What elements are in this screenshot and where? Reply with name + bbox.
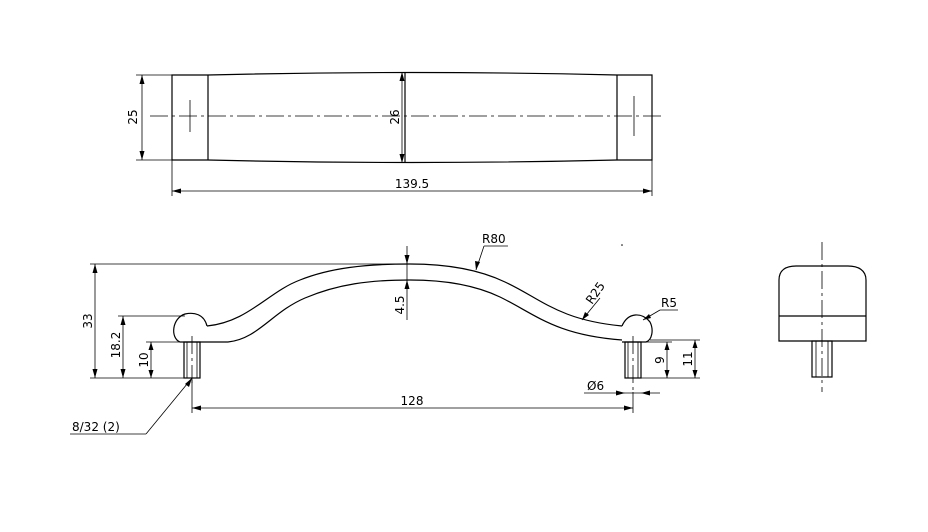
dim-overall-length: 139.5 [395,177,429,191]
dim-width-25: 25 [126,109,140,124]
top-view: 25 26 139.5 [126,71,665,196]
dim-stud-diameter: Ø6 [587,379,604,393]
thread-callout: 8/32 (2) [72,420,120,434]
dim-stud-length: 9 [653,356,667,364]
dim-hole-spacing: 128 [401,394,424,408]
dim-radius-r25: R25 [583,279,608,306]
dim-radius-r5: R5 [661,296,677,310]
front-view: 33 18.2 10 4.5 R80 R25 R5 [70,232,700,435]
dim-foot-right-height: 11 [681,351,695,366]
dim-width-26: 26 [388,109,402,124]
dim-arch-thickness: 4.5 [393,295,407,314]
dim-overall-height: 33 [81,313,95,328]
dim-stud-height-left: 10 [137,352,151,367]
side-view [778,242,867,392]
dim-foot-height: 18.2 [109,332,123,359]
dim-radius-r80: R80 [482,232,506,246]
